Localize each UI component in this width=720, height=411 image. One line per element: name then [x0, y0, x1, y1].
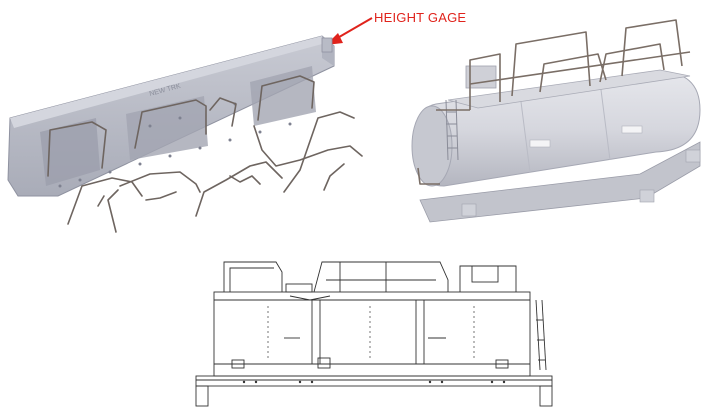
height-gage-arrow: [326, 17, 373, 45]
height-gage-label: HEIGHT GAGE: [374, 10, 467, 25]
side-elevation-drawing: [195, 261, 553, 407]
jig-fixture-photo: NEW TRK: [7, 35, 363, 233]
tank-body-photo: [411, 19, 701, 223]
